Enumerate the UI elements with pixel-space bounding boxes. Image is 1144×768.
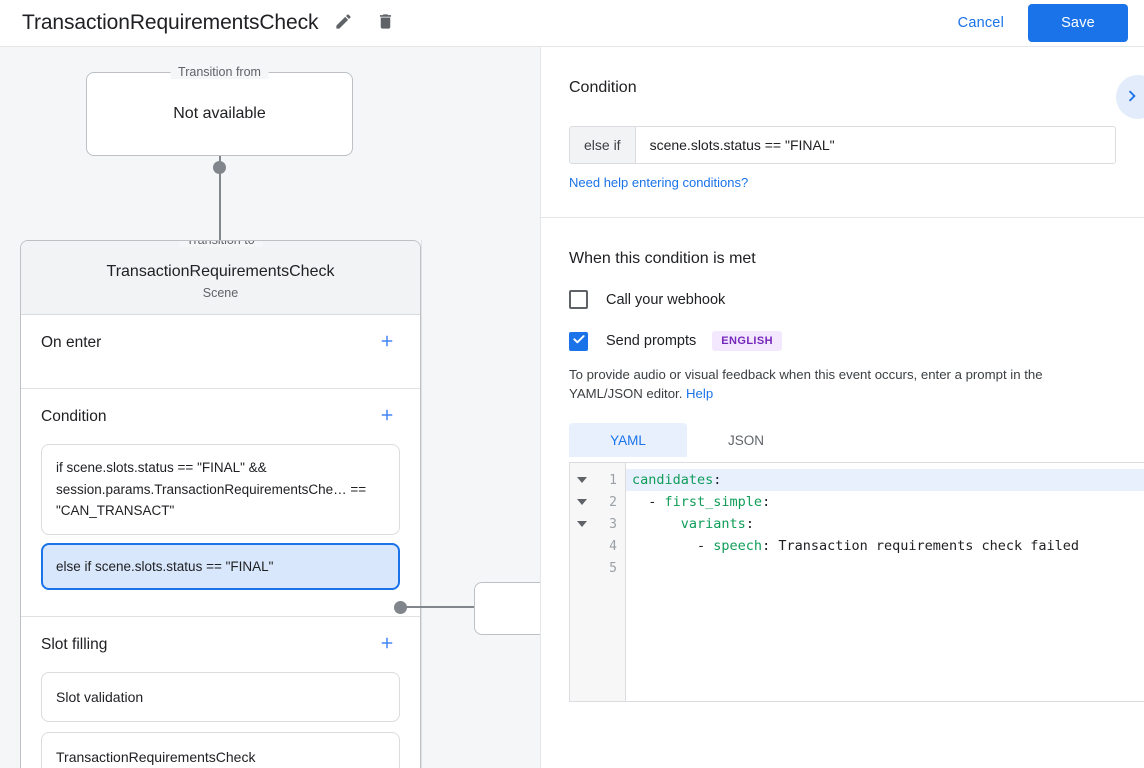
panel-divider xyxy=(541,217,1144,218)
section-slot-filling-header: Slot filling xyxy=(41,617,400,672)
section-slot-filling: Slot filling Slot validation Transaction… xyxy=(21,617,420,768)
section-on-enter: On enter xyxy=(21,315,420,389)
plus-icon xyxy=(378,332,396,353)
gutter-line: 1 xyxy=(570,469,625,491)
transition-to-header: TransactionRequirementsCheck Scene xyxy=(21,241,420,315)
section-on-enter-title: On enter xyxy=(41,333,102,351)
condition-card[interactable]: if scene.slots.status == "FINAL" && sess… xyxy=(41,444,400,535)
send-prompts-checkbox[interactable] xyxy=(569,331,588,351)
connector-line-vertical xyxy=(219,156,221,255)
connector-dot-out xyxy=(394,601,407,614)
yaml-colon: : Transaction requirements check failed xyxy=(762,538,1080,554)
code-line[interactable]: - speech: Transaction requirements check… xyxy=(632,538,1080,554)
prompts-description-text: To provide audio or visual feedback when… xyxy=(569,367,1043,401)
code-line[interactable]: candidates: xyxy=(626,469,1144,491)
section-slot-filling-title: Slot filling xyxy=(41,635,108,653)
code-editor[interactable]: 1 2 3 4 5 candidates: - first_simple: varian… xyxy=(569,462,1144,702)
fold-triangle-icon[interactable] xyxy=(577,477,587,483)
prompts-help-link[interactable]: Help xyxy=(686,386,714,401)
editor-gutter: 1 2 3 4 5 xyxy=(570,463,626,701)
condition-card-selected[interactable]: else if scene.slots.status == "FINAL" xyxy=(41,542,400,590)
target-node-card[interactable] xyxy=(474,582,540,635)
when-met-section: When this condition is met Call your web… xyxy=(541,218,1144,457)
line-number: 5 xyxy=(609,560,617,576)
line-number: 1 xyxy=(609,472,617,488)
yaml-key: candidates xyxy=(632,472,714,488)
transition-from-card: Transition from Not available xyxy=(86,65,353,156)
webhook-row[interactable]: Call your webhook xyxy=(569,290,1116,309)
yaml-colon: : xyxy=(745,516,754,532)
condition-heading: Condition xyxy=(569,79,637,96)
yaml-key: first_simple xyxy=(664,494,763,510)
app-header: TransactionRequirementsCheck Cancel Save xyxy=(0,0,1144,47)
code-line[interactable]: variants: xyxy=(626,513,1144,535)
transition-to-title: TransactionRequirementsCheck xyxy=(106,263,335,280)
language-badge: ENGLISH xyxy=(712,331,782,351)
call-webhook-label: Call your webhook xyxy=(606,291,726,308)
trash-icon xyxy=(376,12,395,34)
code-line[interactable]: - first_simple: xyxy=(632,494,771,510)
gutter-line: 5 xyxy=(570,557,625,579)
transition-to-subtitle: Scene xyxy=(202,286,239,300)
yaml-colon: : xyxy=(713,472,722,488)
gutter-line: 4 xyxy=(570,535,625,557)
condition-prefix-label: else if xyxy=(570,127,636,163)
line-number: 4 xyxy=(609,538,617,554)
editor-code-area[interactable]: candidates: - first_simple: variants: - … xyxy=(626,463,1144,701)
condition-input-row[interactable]: else if scene.slots.status == "FINAL" xyxy=(569,126,1116,164)
gutter-line: 3 xyxy=(570,513,625,535)
send-prompts-label: Send prompts xyxy=(606,333,697,349)
page-title: TransactionRequirementsCheck xyxy=(22,11,319,34)
transition-to-legend: Transition to xyxy=(178,241,263,247)
fold-triangle-icon[interactable] xyxy=(577,521,587,527)
connector-line-horizontal xyxy=(404,606,516,608)
add-slot-filling-button[interactable] xyxy=(374,632,400,658)
collapse-panel-button[interactable] xyxy=(1116,75,1144,119)
cancel-button[interactable]: Cancel xyxy=(944,6,1018,40)
transition-from-value: Not available xyxy=(173,105,266,122)
call-webhook-checkbox[interactable] xyxy=(569,290,588,309)
add-on-enter-button[interactable] xyxy=(374,330,400,356)
editor-format-tabs: YAML JSON xyxy=(569,423,1116,457)
tab-json[interactable]: JSON xyxy=(687,423,805,457)
pencil-icon xyxy=(334,12,353,34)
flow-canvas: Transition from Not available Transition… xyxy=(0,47,540,768)
yaml-colon: : xyxy=(762,494,771,510)
yaml-key: speech xyxy=(713,538,763,554)
edit-title-button[interactable] xyxy=(326,6,360,40)
fold-triangle-icon[interactable] xyxy=(577,499,587,505)
tab-yaml[interactable]: YAML xyxy=(569,423,687,457)
gutter-line: 2 xyxy=(570,491,625,513)
when-met-heading: When this condition is met xyxy=(569,250,756,267)
code-line[interactable] xyxy=(626,557,1144,579)
line-number: 2 xyxy=(609,494,617,510)
delete-button[interactable] xyxy=(368,6,402,40)
transition-from-legend: Transition from xyxy=(170,65,269,79)
chevron-right-icon xyxy=(1128,85,1143,110)
plus-icon xyxy=(378,406,396,427)
condition-section: Condition else if scene.slots.status == … xyxy=(541,47,1144,192)
yaml-key: variants xyxy=(680,516,746,532)
details-panel: Condition else if scene.slots.status == … xyxy=(540,47,1144,768)
add-condition-button[interactable] xyxy=(374,404,400,430)
send-prompts-row[interactable]: Send prompts ENGLISH xyxy=(569,331,1116,351)
condition-help-link[interactable]: Need help entering conditions? xyxy=(569,175,749,190)
section-condition-title: Condition xyxy=(41,407,107,425)
canvas-guide-line xyxy=(421,240,422,768)
line-number: 3 xyxy=(609,516,617,532)
check-icon xyxy=(572,332,586,351)
section-on-enter-header: On enter xyxy=(41,315,400,370)
save-button[interactable]: Save xyxy=(1028,4,1128,42)
prompts-description: To provide audio or visual feedback when… xyxy=(569,365,1116,403)
slot-filling-item[interactable]: TransactionRequirementsCheck xyxy=(41,732,400,768)
section-condition: Condition if scene.slots.status == "FINA… xyxy=(21,389,420,617)
condition-expression-input[interactable]: scene.slots.status == "FINAL" xyxy=(635,127,1115,163)
transition-to-card: Transition to TransactionRequirementsChe… xyxy=(20,240,421,768)
slot-filling-item[interactable]: Slot validation xyxy=(41,672,400,722)
section-condition-header: Condition xyxy=(41,389,400,444)
plus-icon xyxy=(378,634,396,655)
